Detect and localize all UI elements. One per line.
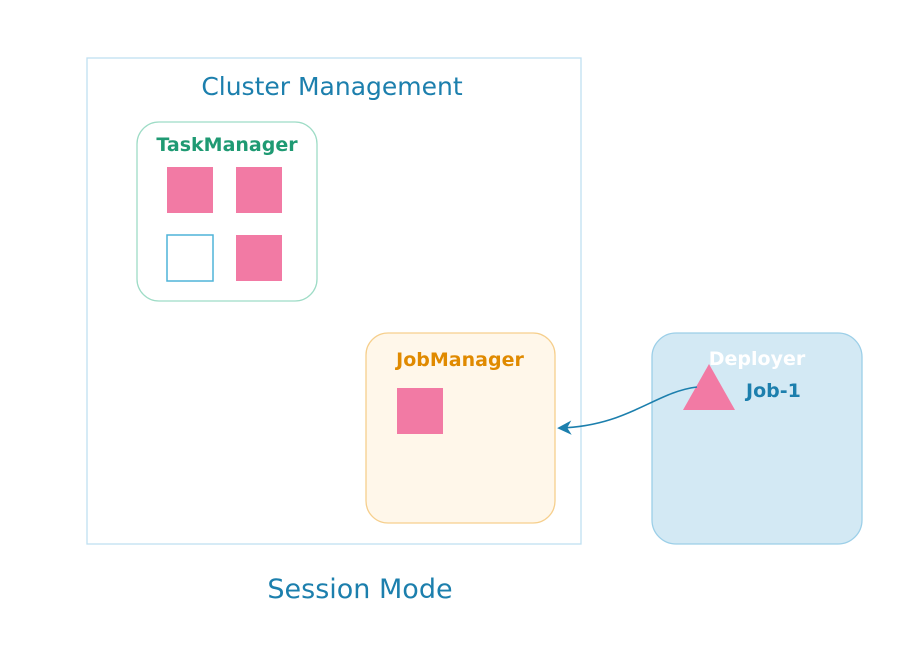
job-triangle-icon <box>683 364 735 410</box>
session-mode-caption: Session Mode <box>267 574 452 605</box>
deployer-box: Deployer Job-1 <box>651 332 863 545</box>
deployer-title: Deployer <box>709 348 806 370</box>
job-manager-title: JobManager <box>394 349 524 371</box>
task-slot <box>236 167 282 213</box>
task-manager-title: TaskManager <box>156 134 298 156</box>
cluster-management-title: Cluster Management <box>201 72 463 101</box>
task-slot <box>167 167 213 213</box>
job-manager-slot <box>397 388 443 434</box>
job-1-label: Job-1 <box>744 380 801 402</box>
task-manager-box: TaskManager <box>136 121 318 302</box>
job-submission-arrow <box>557 386 698 435</box>
task-slot <box>166 234 214 282</box>
job-manager-box: JobManager <box>365 332 556 524</box>
task-slot <box>236 235 282 281</box>
